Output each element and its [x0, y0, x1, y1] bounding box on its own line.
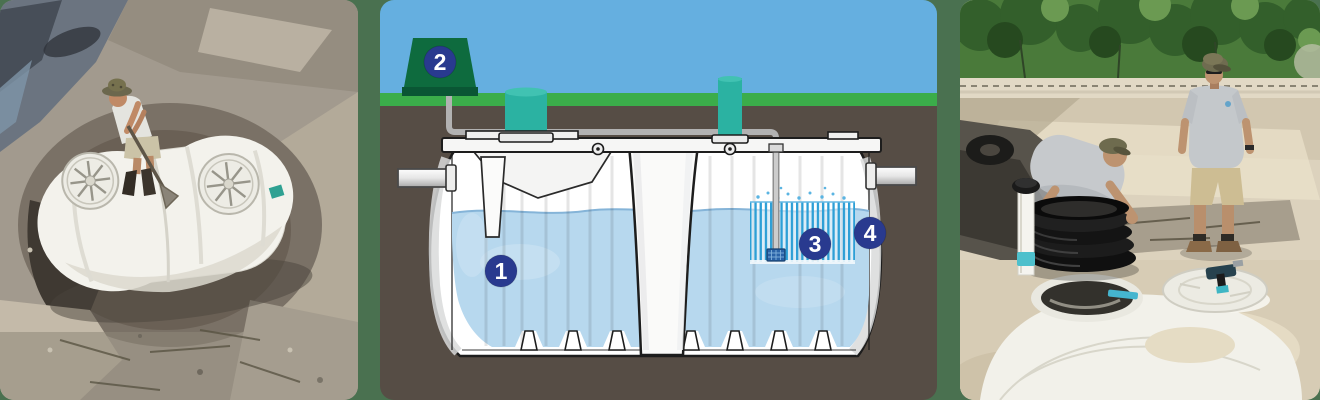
distant-sand-strip [960, 78, 1320, 98]
boot-left [1186, 241, 1212, 252]
rock-shadow-topleft [0, 0, 358, 152]
hand-right [1126, 212, 1138, 224]
shovel-blade [158, 182, 180, 210]
power-drill [1205, 259, 1244, 294]
stones [27, 247, 323, 383]
buried-tank-top [980, 274, 1302, 400]
inlet-baffle [480, 156, 506, 238]
shirt-logo [1225, 101, 1231, 107]
tank-lid-right [197, 153, 260, 216]
air-diffuser [766, 248, 786, 262]
worker-with-shovel [102, 78, 180, 210]
khaki-shorts [1190, 168, 1244, 205]
teal-coupling [1017, 252, 1035, 266]
tank-lid-left [61, 151, 120, 210]
tank-opening [1041, 281, 1133, 315]
shovel-handle [126, 125, 168, 193]
svg-text:4: 4 [864, 220, 877, 246]
dirt-mound [230, 300, 358, 400]
photo-riser-installation [960, 0, 1320, 400]
bottom-corrugations [520, 330, 832, 351]
brand-sticker [268, 184, 285, 199]
tree-line [960, 0, 1320, 80]
callout-3-aeration-media: 3 [798, 227, 832, 261]
inlet-pipe [397, 164, 457, 192]
svg-text:2: 2 [434, 49, 447, 75]
tank-lid [441, 130, 882, 156]
photo-tank-in-pit-art [0, 0, 358, 400]
svg-text:1: 1 [495, 258, 508, 284]
black-riser-ring [1022, 196, 1139, 281]
standing-installer [1178, 53, 1254, 261]
pvc-vent-pipe [1012, 178, 1040, 276]
svg-text:3: 3 [809, 231, 822, 257]
callout-4-outlet: 4 [853, 216, 887, 250]
septic-tank [37, 135, 313, 323]
callout-1-primary-chamber: 1 [484, 254, 518, 288]
air-drop-pipe [766, 143, 786, 262]
sand-on-tank [1145, 327, 1235, 363]
diagram-art: 1 2 3 4 [380, 0, 937, 400]
septic-system-diagram: 1 2 3 4 [380, 0, 937, 400]
outlet-pipe [865, 162, 917, 190]
air-supply-conduit [446, 96, 779, 152]
photo-tank-in-pit [0, 0, 358, 400]
spare-lid-with-drill [1162, 259, 1270, 313]
debris-sticks [59, 329, 301, 391]
callout-2-control-panel: 2 [423, 45, 457, 79]
photo-riser-installation-art [960, 0, 1320, 400]
boot-right [1216, 241, 1242, 252]
numbered-callouts: 1 2 3 4 [423, 45, 887, 288]
blue-level-tool [1107, 289, 1139, 300]
wristwatch [1245, 145, 1254, 150]
